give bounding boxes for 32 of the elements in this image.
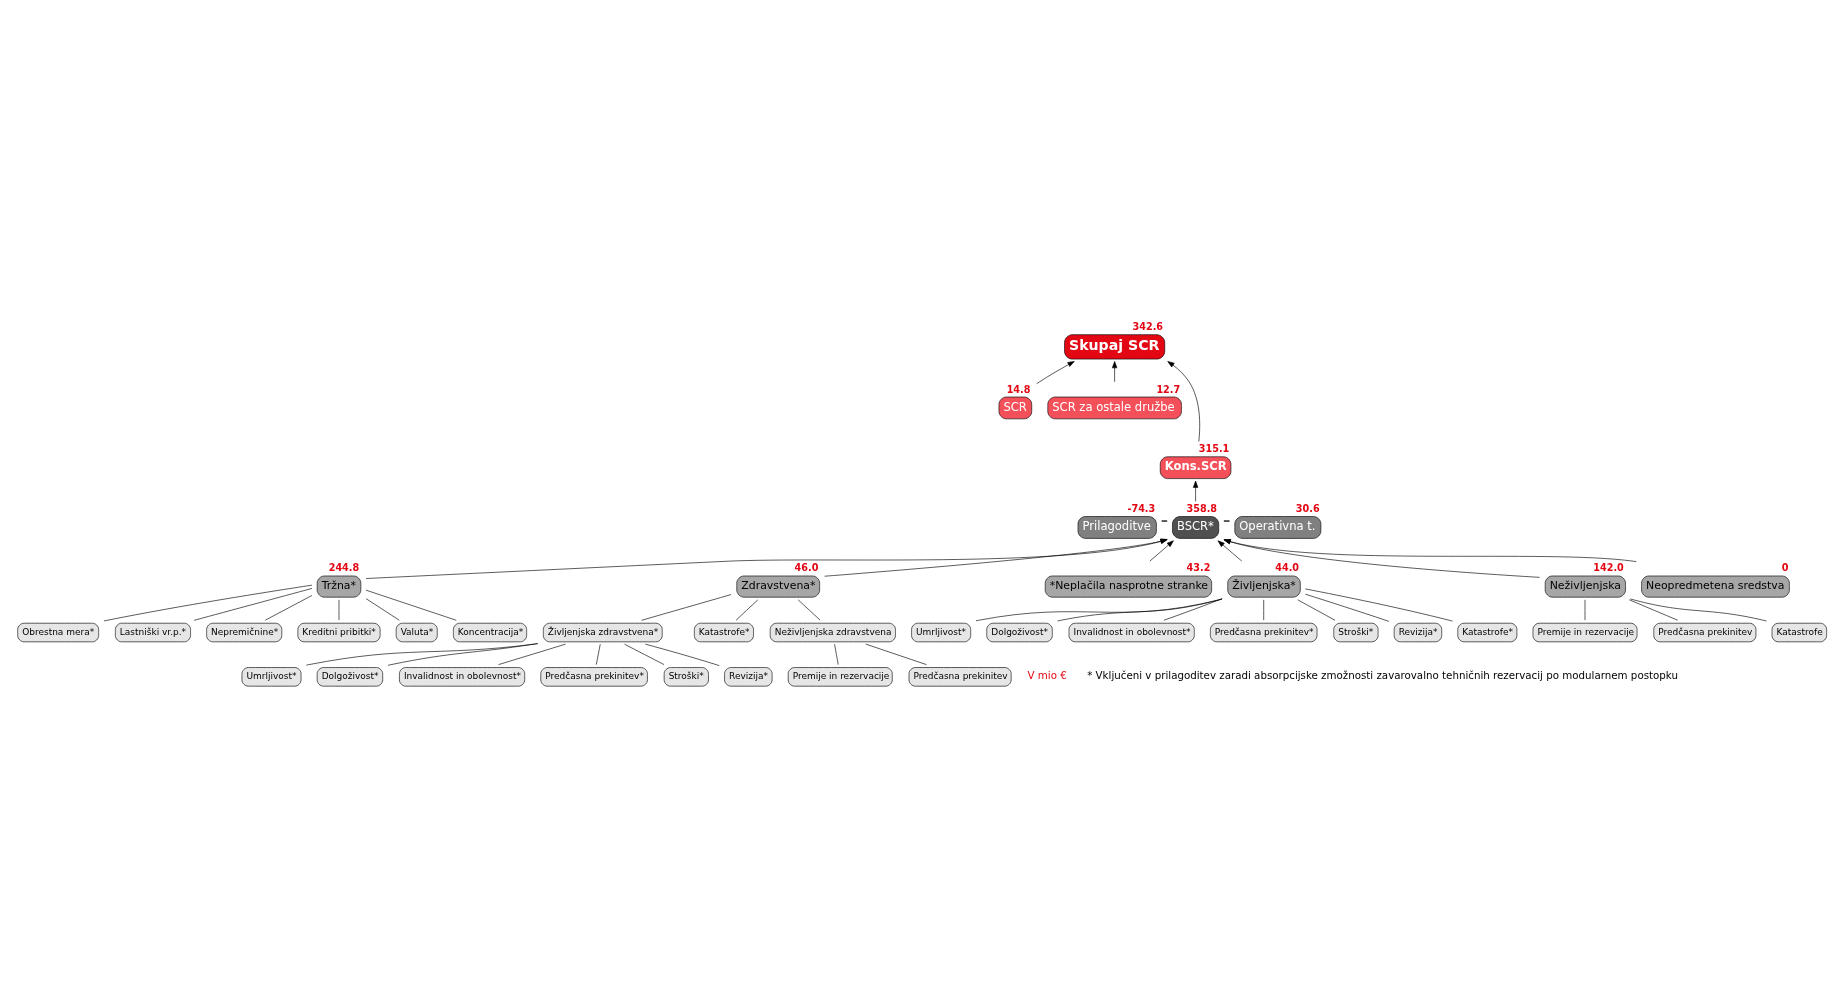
connector: [1056, 598, 1222, 622]
connector: [975, 598, 1222, 622]
arrow: [1111, 361, 1117, 383]
arrow: [1166, 361, 1200, 442]
label: * Vključeni v prilagoditev zaradi absorpcijske zmožnosti zavarovalno tehničnih rezervacij po modularnem postopku: [1086, 668, 1678, 681]
arrow: [1149, 540, 1174, 562]
node-label: 46.0: [794, 562, 818, 574]
connector: [1222, 520, 1230, 522]
node-label: 30.6: [1295, 503, 1320, 515]
connector: [1163, 598, 1222, 621]
node-label: 342.6: [1132, 321, 1163, 333]
arrow: [1192, 480, 1198, 502]
node-label: 358.8: [1186, 503, 1217, 515]
arrow: [1035, 361, 1075, 385]
node-label: 43.2: [1186, 562, 1210, 574]
node-label: 244.8: [328, 562, 359, 574]
arrow: [365, 538, 1168, 579]
arrow: [823, 538, 1167, 577]
node-label: 142.0: [1592, 562, 1624, 574]
node-label: 44.0: [1274, 562, 1299, 574]
node-label: 12.7: [1155, 383, 1180, 395]
label: V mio €: [1027, 668, 1067, 681]
node-label: 315.1: [1198, 443, 1229, 455]
node-label: 0: [1781, 562, 1788, 574]
node-label: 14.8: [1006, 383, 1030, 395]
connector: [1160, 520, 1168, 522]
arrow: [1223, 539, 1540, 578]
arrow: [1223, 539, 1637, 562]
connector: [305, 643, 538, 666]
connector: [387, 643, 538, 666]
node-label: -74.3: [1126, 503, 1155, 515]
arrow: [1217, 540, 1242, 562]
